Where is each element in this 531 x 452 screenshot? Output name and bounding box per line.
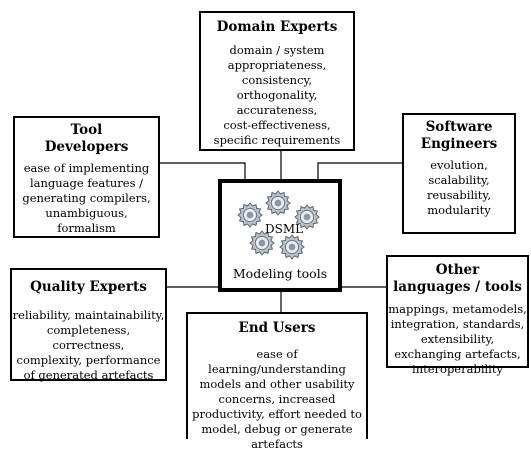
tool-developers-line-4: unambiguous, formalism bbox=[45, 206, 128, 235]
quality-experts-title: Quality Experts bbox=[30, 279, 147, 295]
domain-experts-line-6: specific requirements bbox=[213, 133, 341, 147]
other-languages-line-2: integration, standards, bbox=[390, 317, 525, 331]
tool-developers-line-2: language features / bbox=[29, 176, 144, 190]
other-languages-line-3: extensibility, bbox=[420, 332, 495, 346]
modeling-tools-caption: Modeling tools bbox=[232, 266, 328, 281]
end-users-line-3: concerns, increased bbox=[218, 392, 336, 406]
quality-experts-line-1: reliability, maintainability, bbox=[12, 308, 165, 322]
gear-3 bbox=[294, 204, 320, 230]
domain-experts-title: Domain Experts bbox=[216, 19, 338, 35]
quality-experts-line-4: of generated artefacts bbox=[23, 368, 154, 382]
gear-1 bbox=[237, 202, 263, 228]
end-users-line-1: ease of learning/understanding bbox=[208, 347, 346, 376]
connector-tool-developers bbox=[160, 162, 246, 181]
other-languages-line-5: interoperability bbox=[412, 362, 503, 376]
domain-experts-line-1: domain / system bbox=[229, 43, 325, 57]
tool-developers-title: Tool Developers bbox=[44, 122, 129, 155]
tool-developers-line-3: generating compilers, bbox=[22, 191, 151, 205]
other-languages-box: Other languages / tools mappings, metamo… bbox=[386, 255, 529, 376]
quality-experts-box: Quality Experts reliability, maintainabi… bbox=[10, 268, 167, 382]
connector-lines bbox=[160, 151, 402, 312]
quality-experts-line-3: complexity, performance bbox=[16, 353, 161, 367]
end-users-box: End Users ease of learning/understanding… bbox=[186, 312, 368, 451]
software-engineers-line-1: evolution, bbox=[430, 158, 488, 172]
end-users-line-2: models and other usability bbox=[199, 377, 355, 391]
quality-experts-line-2: completeness, correctness, bbox=[46, 323, 131, 352]
tool-developers-box: Tool Developers ease of implementing lan… bbox=[13, 116, 160, 238]
gears-icon bbox=[237, 190, 320, 260]
domain-experts-line-3: consistency, orthogonality, bbox=[236, 73, 318, 102]
gear-4 bbox=[249, 230, 275, 256]
connector-software-engineers bbox=[317, 162, 402, 181]
software-engineers-box: Software Engineers evolution, scalabilit… bbox=[402, 113, 516, 234]
end-users-line-6: artefacts bbox=[251, 437, 303, 451]
tool-developers-line-1: ease of implementing bbox=[23, 161, 150, 175]
other-languages-line-4: exchanging artefacts, bbox=[394, 347, 521, 361]
other-languages-line-1: mappings, metamodels, bbox=[388, 302, 527, 316]
end-users-title: End Users bbox=[238, 320, 316, 336]
other-languages-title: Other languages / tools bbox=[393, 262, 522, 295]
end-users-line-5: model, debug or generate bbox=[201, 422, 353, 436]
domain-experts-line-4: accurateness, bbox=[236, 103, 318, 117]
gear-5 bbox=[279, 234, 305, 260]
software-engineers-line-3: reusability, bbox=[426, 188, 492, 202]
domain-experts-line-2: appropriateness, bbox=[227, 58, 327, 72]
dsml-center-box: DSML Modeling tools bbox=[218, 179, 342, 292]
gear-2 bbox=[265, 190, 291, 216]
domain-experts-box: Domain Experts domain / system appropria… bbox=[199, 11, 355, 151]
dsml-label: DSML bbox=[265, 222, 304, 236]
end-users-line-4: productivity, effort needed to bbox=[192, 407, 362, 421]
domain-experts-line-5: cost-effectiveness, bbox=[223, 118, 331, 132]
stakeholder-diagram: Domain Experts domain / system appropria… bbox=[10, 11, 529, 451]
software-engineers-line-4: modularity bbox=[427, 203, 491, 217]
software-engineers-title: Software Engineers bbox=[420, 119, 498, 152]
software-engineers-line-2: scalability, bbox=[428, 173, 490, 187]
